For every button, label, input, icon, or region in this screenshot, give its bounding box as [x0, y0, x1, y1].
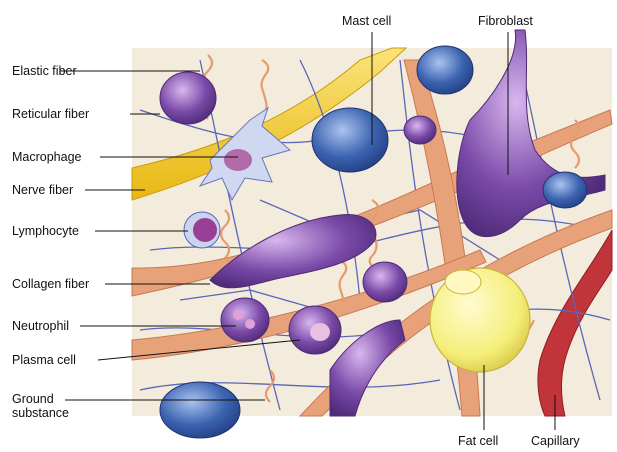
round-cell-bottom-left: [160, 382, 240, 438]
lymphocyte-cell: [184, 212, 220, 248]
label-plasma-cell: Plasma cell: [12, 353, 76, 367]
label-macrophage: Macrophage: [12, 150, 82, 164]
fat-cell: [430, 268, 530, 372]
label-mast-cell: Mast cell: [342, 14, 391, 28]
label-neutrophil: Neutrophil: [12, 319, 69, 333]
neutrophil-cell: [221, 298, 269, 342]
label-ground-substance: Ground substance: [12, 392, 82, 420]
label-capillary: Capillary: [531, 434, 580, 448]
label-lymphocyte: Lymphocyte: [12, 224, 79, 238]
round-cell-center: [363, 262, 407, 302]
label-fibroblast: Fibroblast: [478, 14, 533, 28]
label-nerve-fiber: Nerve fiber: [12, 183, 73, 197]
label-fat-cell: Fat cell: [458, 434, 498, 448]
label-collagen-fiber: Collagen fiber: [12, 277, 89, 291]
label-reticular-fiber: Reticular fiber: [12, 107, 89, 121]
label-elastic-fiber: Elastic fiber: [12, 64, 92, 78]
plasma-cell: [289, 306, 341, 354]
